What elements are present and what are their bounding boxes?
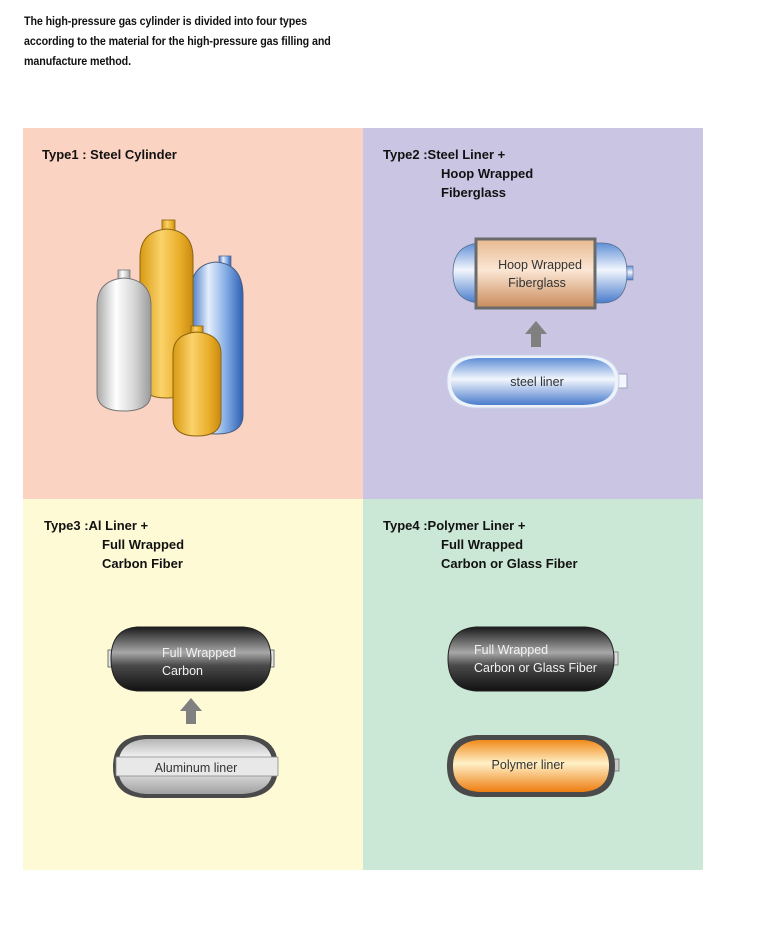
intro-text: The high-pressure gas cylinder is divide… <box>24 16 331 68</box>
panel-type3: Type3 :Al Liner + Full Wrapped Carbon Fi… <box>23 499 363 870</box>
panel-title-type4: Type4 :Polymer Liner + Full Wrapped Carb… <box>383 516 578 573</box>
aluminum-liner-label: Aluminum liner <box>155 761 238 775</box>
hoop-wrap-label-line1: Hoop Wrapped <box>498 258 582 272</box>
silver-cylinder <box>96 269 152 412</box>
fiber-wrap-label-line2: Carbon or Glass Fiber <box>474 661 597 675</box>
panel-title-type3: Type3 :Al Liner + Full Wrapped Carbon Fi… <box>44 516 184 573</box>
panel-title-type1: Type1 : Steel Cylinder <box>42 147 177 162</box>
hoop-wrapped-cylinder: Hoop Wrapped Fiberglass <box>452 237 634 310</box>
polymer-liner-cylinder: Polymer liner <box>447 735 620 797</box>
panel-title-type3-line2: Full Wrapped <box>102 537 185 552</box>
panel-title-type4-line3: Carbon or Glass Fiber <box>441 556 578 571</box>
panel-title-type2: Type2 :Steel Liner + Hoop Wrapped Fiberg… <box>383 145 533 202</box>
up-arrow-icon <box>180 698 202 724</box>
panel-type1: Type1 : Steel Cylinder <box>23 128 363 499</box>
polymer-liner-label: Polymer liner <box>492 758 565 772</box>
hoop-wrap-label-line2: Fiberglass <box>508 276 566 290</box>
up-arrow-icon <box>525 321 547 347</box>
panel-type4: Type4 :Polymer Liner + Full Wrapped Carb… <box>363 499 703 870</box>
panel-title-type2-line2: Hoop Wrapped <box>441 166 534 181</box>
panel-title-type4-line1: Type4 :Polymer Liner + <box>383 518 526 533</box>
panel-title-type2-line1: Type2 :Steel Liner + <box>383 147 506 162</box>
steel-cylinders-illustration <box>96 219 244 437</box>
full-wrapped-carbon-cylinder: Full Wrapped Carbon <box>107 626 275 692</box>
panel-type2: Type2 :Steel Liner + Hoop Wrapped Fiberg… <box>363 128 703 499</box>
carbon-wrap-label-line2: Carbon <box>162 664 203 678</box>
aluminum-liner-cylinder: Aluminum liner <box>113 735 279 798</box>
gold-short-cylinder <box>172 325 222 437</box>
panel-title-type3-line3: Carbon Fiber <box>102 556 183 571</box>
panel-title-type4-line2: Full Wrapped <box>441 537 524 552</box>
fiber-wrap-label-line1: Full Wrapped <box>474 643 548 657</box>
steel-liner-label: steel liner <box>510 375 564 389</box>
panel-title-type3-line1: Type3 :Al Liner + <box>44 518 149 533</box>
steel-liner-cylinder: steel liner <box>446 354 628 409</box>
panel-title-type2-line3: Fiberglass <box>441 185 507 200</box>
carbon-wrap-label-line1: Full Wrapped <box>162 646 236 660</box>
full-wrapped-fiber-cylinder: Full Wrapped Carbon or Glass Fiber <box>447 626 619 692</box>
